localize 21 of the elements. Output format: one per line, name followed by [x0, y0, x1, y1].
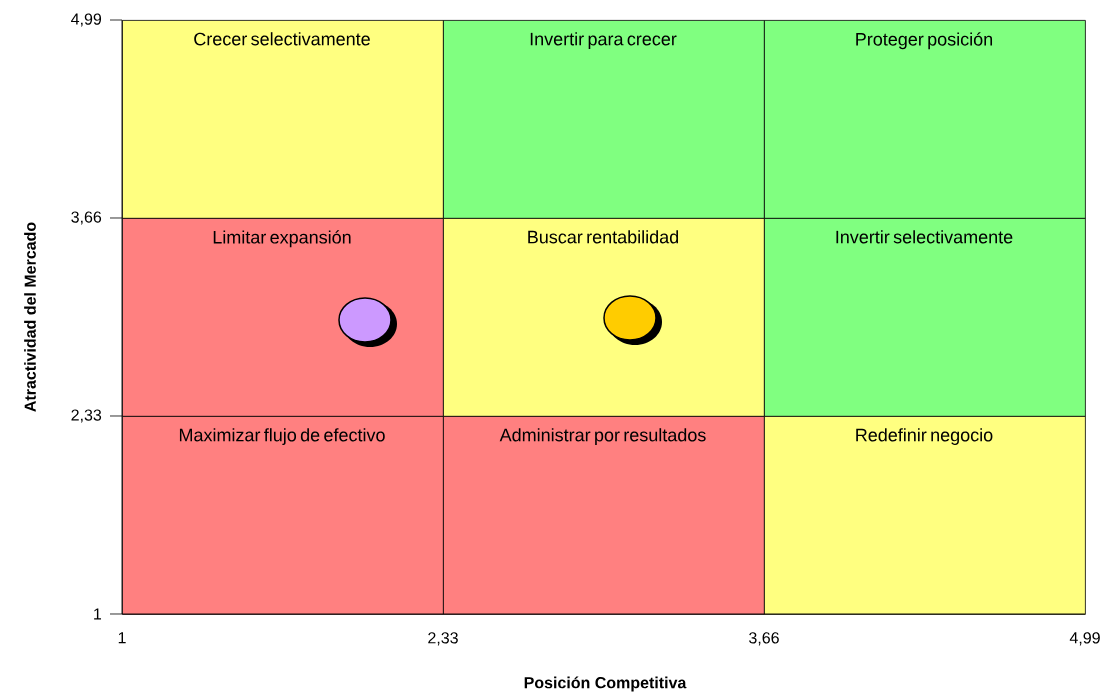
matrix-cell: Limitar expansión	[122, 218, 444, 417]
matrix-cell: Proteger posición	[764, 20, 1086, 219]
matrix-cell: Buscar rentabilidad	[443, 218, 765, 417]
bubble	[338, 297, 397, 347]
matrix-cell: Administrar por resultados	[443, 416, 765, 615]
tick-label: 3,66	[71, 211, 102, 225]
matrix-cell: Redefinir negocio	[764, 416, 1086, 615]
matrix-cell: Maximizar flujo de efectivo	[122, 416, 444, 615]
axis-title: Posición Competitiva	[524, 676, 687, 692]
matrix-cell: Invertir selectivamente	[764, 218, 1086, 417]
tick-label: 2,33	[71, 409, 102, 423]
bubble	[603, 295, 662, 345]
tick-label: 3,66	[749, 632, 779, 646]
tick-label: 2,33	[428, 632, 458, 646]
matrix-cell: Invertir para crecer	[443, 20, 765, 219]
tick-label: 4,99	[1069, 632, 1100, 646]
axis-title: Atractividad del Mercado	[24, 222, 36, 412]
tick-label: 1	[94, 608, 101, 620]
matrix-cell: Crecer selectivamente	[122, 20, 444, 219]
tick-label: 4,99	[71, 13, 102, 27]
tick-label: 1	[118, 632, 126, 644]
